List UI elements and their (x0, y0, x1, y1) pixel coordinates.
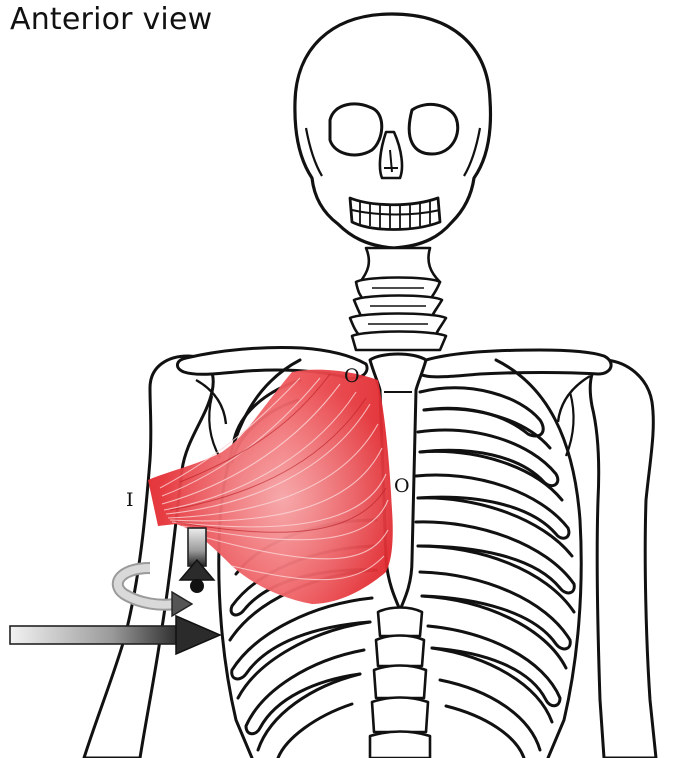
insertion-label: I (126, 489, 134, 511)
adduction-arrow (10, 616, 220, 654)
skull (295, 14, 491, 248)
right-clavicle (415, 350, 611, 377)
cervical-spine (350, 248, 446, 350)
right-humerus (590, 360, 656, 758)
origin-sternum-label: O (394, 475, 410, 497)
lumbar-spine (370, 608, 430, 758)
origin-clavicle-label: O (344, 365, 360, 387)
